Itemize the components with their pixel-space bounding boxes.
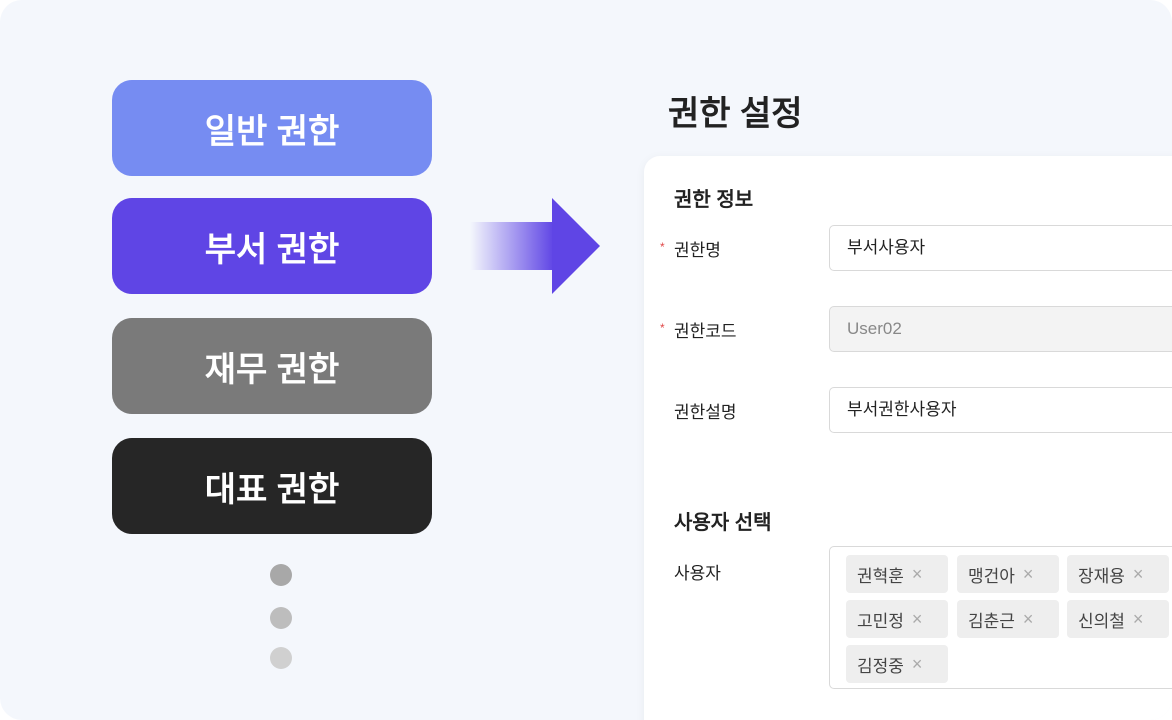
users-label: 사용자 [674,564,721,583]
description-label: 권한설명 [674,403,737,422]
section-title-info: 권한 정보 [674,189,754,211]
required-icon: * [660,240,665,254]
user-tag: 고민정 × [846,600,948,638]
user-tag-name: 맹건아 [968,566,1015,586]
remove-icon[interactable]: × [1022,608,1034,629]
role-general-button[interactable]: 일반 권한 [112,80,432,176]
user-tag: 맹건아 × [957,555,1059,593]
user-tag: 김정중 × [846,645,948,683]
user-tag-name: 김정중 [857,656,904,676]
user-tag-name: 신의철 [1078,611,1125,631]
more-dot [270,607,292,629]
settings-card: 권한 정보 * 권한명 부서사용자 * 권한코드 User02 권한설명 부서권… [644,156,1172,720]
required-icon: * [660,321,665,335]
remove-icon[interactable]: × [1022,563,1034,584]
section-title-users: 사용자 선택 [674,512,772,534]
user-tag: 장재용 × [1067,555,1169,593]
more-dot [270,647,292,669]
remove-icon[interactable]: × [911,653,923,674]
description-input[interactable]: 부서권한사용자 [829,387,1172,433]
arrow-head-icon [552,198,600,294]
remove-icon[interactable]: × [1132,608,1144,629]
user-select-box[interactable]: 권혁훈 × 맹건아 × 장재용 × 고민정 × 김춘근 × 신의철 × 김정중 × [829,546,1172,689]
user-tag: 신의철 × [1067,600,1169,638]
code-input[interactable]: User02 [829,306,1172,352]
name-label: 권한명 [674,241,721,260]
user-tag-name: 권혁훈 [857,566,904,586]
name-input[interactable]: 부서사용자 [829,225,1172,271]
more-dot [270,564,292,586]
role-ceo-button[interactable]: 대표 권한 [112,438,432,534]
role-finance-button[interactable]: 재무 권한 [112,318,432,414]
remove-icon[interactable]: × [911,563,923,584]
code-label: 권한코드 [674,322,737,341]
user-tag-name: 고민정 [857,611,904,631]
remove-icon[interactable]: × [911,608,923,629]
user-tag-name: 김춘근 [968,611,1015,631]
arrow-right-icon [470,222,554,270]
user-tag: 김춘근 × [957,600,1059,638]
page-title: 권한 설정 [668,95,803,133]
remove-icon[interactable]: × [1132,563,1144,584]
user-tag: 권혁훈 × [846,555,948,593]
user-tag-name: 장재용 [1078,566,1125,586]
role-department-button[interactable]: 부서 권한 [112,198,432,294]
